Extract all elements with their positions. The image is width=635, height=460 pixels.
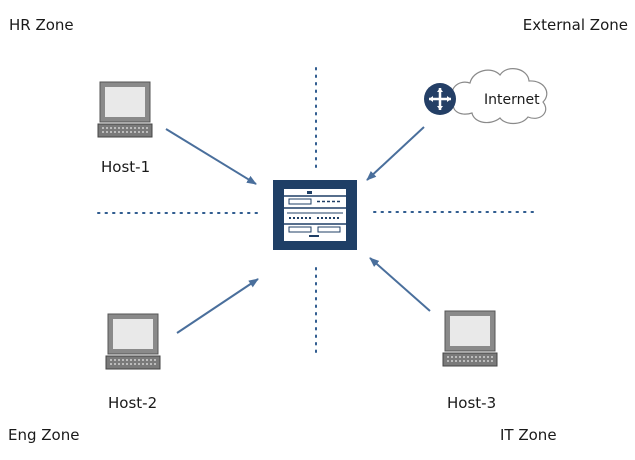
computer-icon-host3 (442, 310, 498, 367)
arrow-internet (366, 126, 425, 181)
zone-label-external: External Zone (522, 16, 628, 34)
arrow-host3 (369, 257, 431, 312)
arrow-host1 (165, 128, 257, 185)
router-cloud-icon (424, 83, 456, 115)
zone-label-hr: HR Zone (9, 16, 74, 34)
firewall-device-icon (273, 180, 357, 250)
connection-arrows (165, 126, 431, 334)
zone-label-it: IT Zone (500, 426, 557, 444)
host-label-1: Host-1 (101, 158, 151, 176)
computer-icon-host1 (97, 81, 153, 138)
host-label-2: Host-2 (108, 394, 158, 412)
zone-label-eng: Eng Zone (8, 426, 80, 444)
computer-icon-host2 (105, 313, 161, 370)
internet-label: Internet (484, 92, 540, 108)
arrow-host2 (176, 278, 259, 334)
host-label-3: Host-3 (447, 394, 497, 412)
zone-dividers (97, 67, 539, 356)
cloud-icon (451, 68, 548, 125)
